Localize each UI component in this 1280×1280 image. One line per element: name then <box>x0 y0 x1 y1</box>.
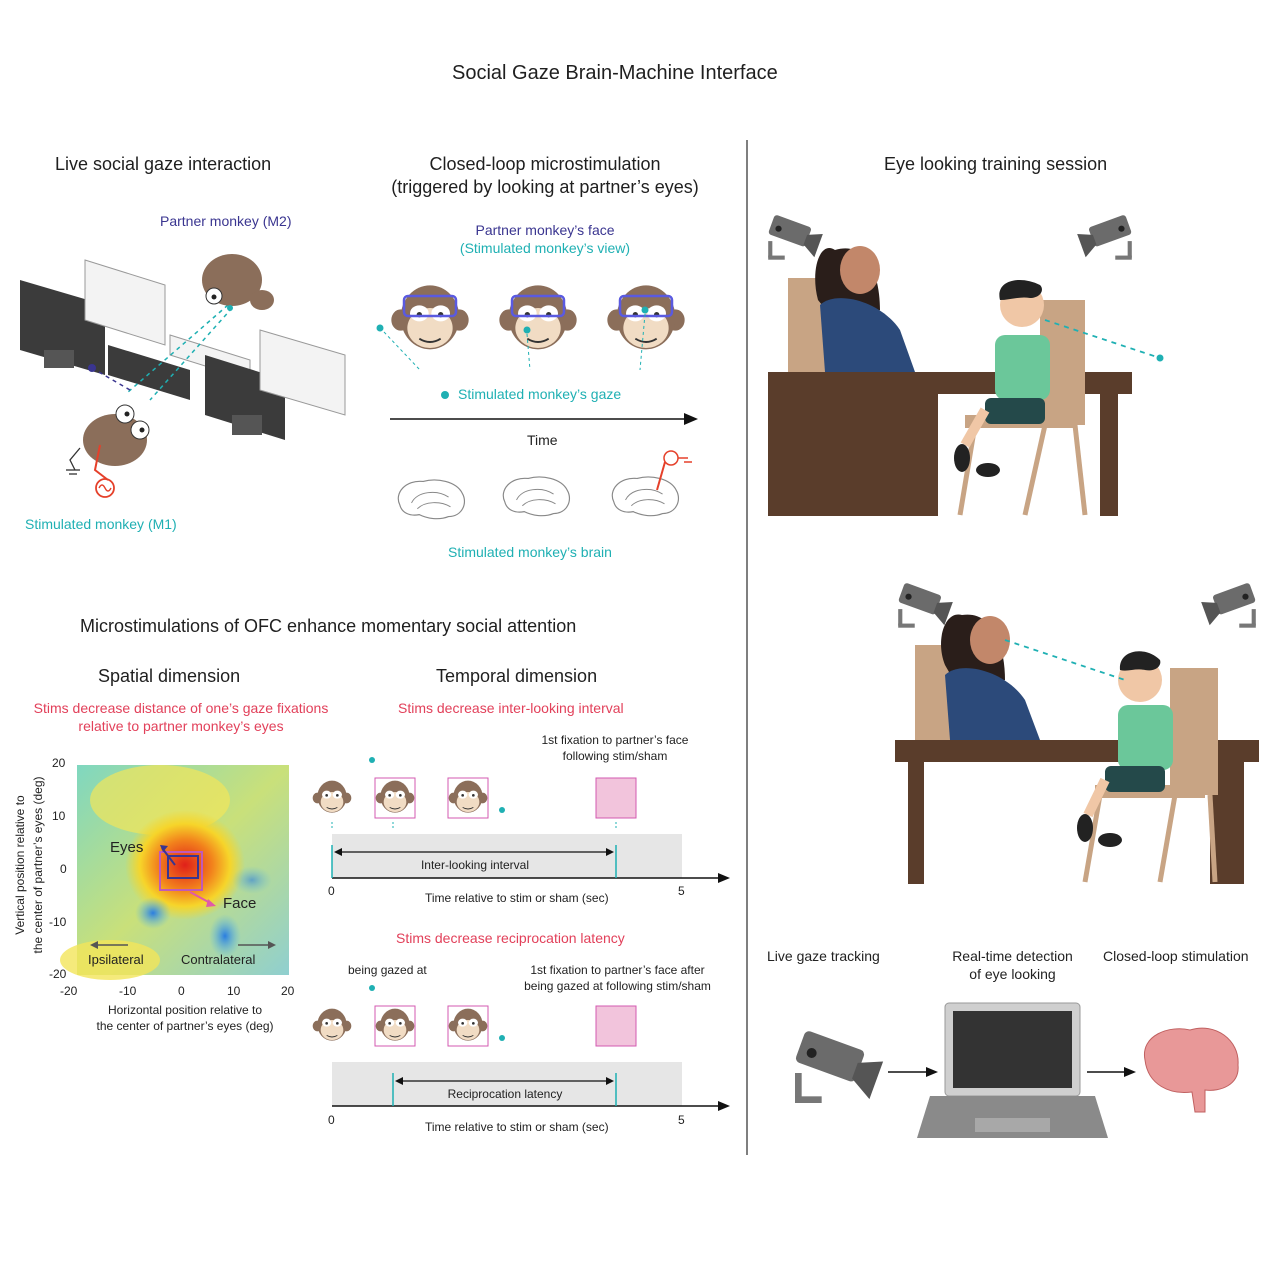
x-axis-label-1: Horizontal position relative to <box>107 1003 263 1017</box>
annotation-2b: being gazed at following stim/sham <box>524 979 711 993</box>
spatial-heading: Spatial dimension <box>98 666 241 686</box>
partner-monkey-illustration <box>202 254 274 311</box>
stimulated-monkey-illustration <box>66 404 150 498</box>
inter-looking-label: Inter-looking interval <box>420 858 530 872</box>
time-label: Time <box>527 432 558 448</box>
timeline1-start: 0 <box>328 884 335 898</box>
monitor-setup-illustration <box>20 259 346 440</box>
training-scene-1 <box>767 214 1164 516</box>
x-tick-20: 20 <box>281 984 295 998</box>
y-axis-label-1: Vertical position relative to <box>13 795 27 935</box>
brain-sequence <box>397 450 692 520</box>
reciprocation-label: Reciprocation latency <box>447 1087 563 1101</box>
y-tick-10: 10 <box>52 809 66 823</box>
stimulated-monkey-label: Stimulated monkey (M1) <box>25 516 177 532</box>
timeline2-axis-label: Time relative to stim or sham (sec) <box>425 1120 609 1134</box>
x-tick-10: 10 <box>227 984 241 998</box>
timeline2-end: 5 <box>678 1113 685 1127</box>
pipeline-illustration <box>794 1002 1239 1138</box>
annotation-2a: 1st fixation to partner’s face after <box>530 963 705 977</box>
temporal-finding-2: Stims decrease reciprocation latency <box>396 930 625 946</box>
closed-loop-heading-2: (triggered by looking at partner’s eyes) <box>391 177 699 197</box>
training-scene-2 <box>895 582 1259 884</box>
face-label-2: (Stimulated monkey’s view) <box>459 240 631 256</box>
step-stimulation: Closed-loop stimulation <box>1103 948 1249 964</box>
timeline-1 <box>312 757 730 883</box>
timeline-2 <box>312 985 730 1111</box>
timeline1-axis-label: Time relative to stim or sham (sec) <box>425 891 609 905</box>
brain-label: Stimulated monkey’s brain <box>448 544 612 560</box>
contralateral-label: Contralateral <box>181 952 256 967</box>
training-heading: Eye looking training session <box>884 154 1108 174</box>
main-title: Social Gaze Brain-Machine Interface <box>452 62 778 84</box>
x-tick-neg10: -10 <box>119 984 137 998</box>
timeline2-start: 0 <box>328 1113 335 1127</box>
step-detection-1: Real-time detection <box>952 948 1073 964</box>
annotation-1a: 1st fixation to partner’s face <box>541 733 689 747</box>
y-tick-neg20: -20 <box>49 967 67 981</box>
y-tick-0: 0 <box>60 862 67 876</box>
x-axis-label-2: the center of partner’s eyes (deg) <box>96 1019 274 1033</box>
timeline1-end: 5 <box>678 884 685 898</box>
spatial-finding-2: relative to partner monkey’s eyes <box>78 718 284 734</box>
live-panel-heading: Live social gaze interaction <box>55 154 272 174</box>
ofc-heading: Microstimulations of OFC enhance momenta… <box>80 616 577 636</box>
y-tick-20: 20 <box>52 756 66 770</box>
closed-loop-heading-1: Closed-loop microstimulation <box>429 154 661 174</box>
being-gazed-label: being gazed at <box>348 963 427 977</box>
face-label-1: Partner monkey’s face <box>475 222 615 238</box>
gaze-legend-label: Stimulated monkey’s gaze <box>458 386 622 402</box>
y-axis-label-2: the center of partner’s eyes (deg) <box>31 776 45 954</box>
annotation-1b: following stim/sham <box>562 749 668 763</box>
face-label: Face <box>223 895 257 912</box>
eyes-label: Eyes <box>110 839 144 856</box>
step-detection-2: of eye looking <box>969 966 1056 982</box>
partner-monkey-label: Partner monkey (M2) <box>160 213 292 229</box>
gaze-heatmap <box>60 765 289 980</box>
temporal-heading: Temporal dimension <box>436 666 598 686</box>
step-live-gaze: Live gaze tracking <box>767 948 880 964</box>
spatial-finding-1: Stims decrease distance of one’s gaze fi… <box>33 700 329 716</box>
y-tick-neg10: -10 <box>49 915 67 929</box>
temporal-finding-1: Stims decrease inter-looking interval <box>398 700 624 716</box>
ipsilateral-label: Ipsilateral <box>88 952 144 967</box>
partner-face-sequence <box>376 284 686 399</box>
x-tick-neg20: -20 <box>60 984 78 998</box>
x-tick-0: 0 <box>178 984 185 998</box>
